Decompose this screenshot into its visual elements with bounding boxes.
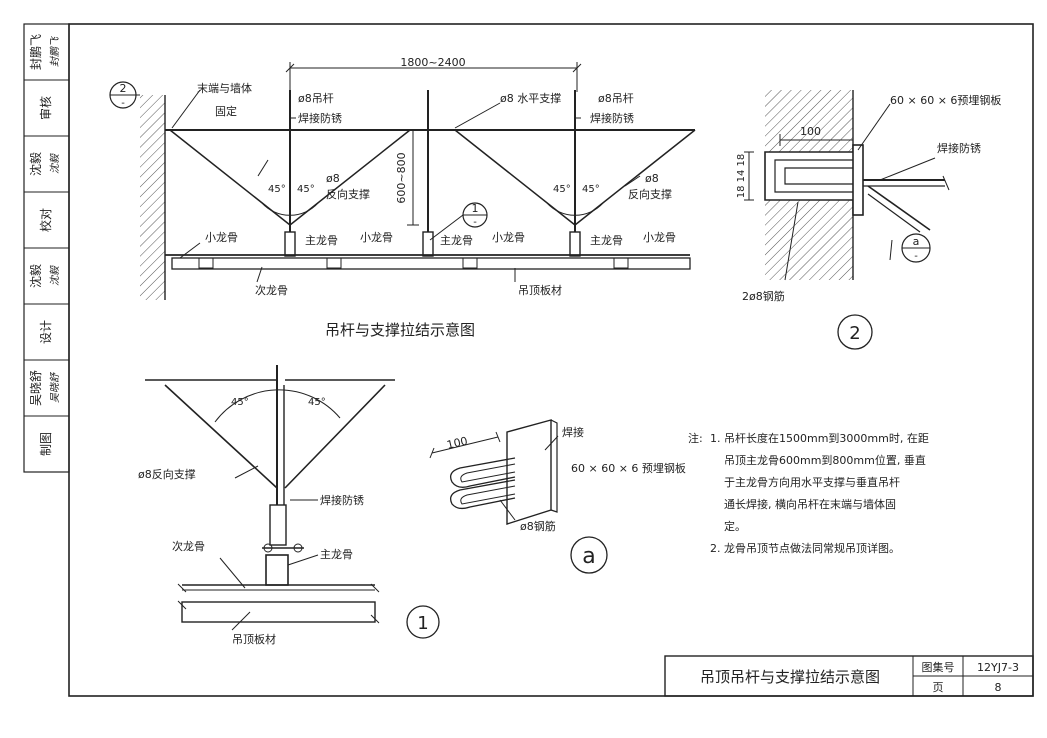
note-1-line: 定。 <box>724 519 746 533</box>
sidebar-signature-0: 封鹏飞 <box>49 36 61 67</box>
label-main-keel: 主龙骨 <box>440 234 473 247</box>
detail-2-number: 2 <box>849 323 860 344</box>
section-ref-2: 2 <box>120 82 127 95</box>
label-brace-left-1: ø8 <box>326 172 340 185</box>
height-dimension: 600~800 <box>395 152 408 203</box>
sidebar-role-7: 制图 <box>39 432 53 456</box>
label-brace-right-1: ø8 <box>645 172 659 185</box>
label-horizontal: ø8 水平支撑 <box>500 91 561 105</box>
notes: 注: 1. 吊杆长度在1500mm到3000mm时, 在距 吊顶主龙骨600mm… <box>688 431 929 555</box>
sheet-frame <box>68 23 1034 697</box>
detail-1-text: 45° 45° ø8反向支撑 焊接防锈 次龙骨 主龙骨 吊顶板材 1 <box>138 397 429 646</box>
label-main-keel: 主龙骨 <box>305 234 338 247</box>
atlas-label: 图集号 <box>922 660 955 674</box>
detail-1-sub-keel: 次龙骨 <box>172 539 205 553</box>
detail-2 <box>744 90 950 350</box>
label-rod-left: ø8吊杆 <box>298 91 334 105</box>
page-number: 8 <box>995 681 1002 694</box>
svg-text:-: - <box>121 98 125 109</box>
label-weld-right: 焊接防锈 <box>590 111 634 125</box>
detail-2-plate: 60 × 60 × 6预埋钢板 <box>890 93 1001 107</box>
sidebar-signature-4: 沈毅 <box>49 265 61 286</box>
note-1-line: 于主龙骨方向用水平支撑与垂直吊杆 <box>724 475 900 489</box>
sidebar-role-1: 审核 <box>38 96 53 120</box>
note-1-line: 吊顶主龙骨600mm到800mm位置, 垂直 <box>724 453 926 467</box>
detail-1-brace: ø8反向支撑 <box>138 467 196 481</box>
angle-label: 45° <box>553 184 571 195</box>
detail-1-main-keel: 主龙骨 <box>320 548 353 561</box>
detail-1-angle: 45° <box>231 397 249 408</box>
note-2-number: 2. <box>710 542 721 555</box>
section-ref-1: 1 <box>472 202 479 215</box>
label-weld-left: 焊接防锈 <box>298 111 342 125</box>
label-brace-left-2: 反向支撑 <box>326 187 370 201</box>
notes-prefix: 注: <box>688 431 703 445</box>
detail-2-text: 60 × 60 × 6预埋钢板 100 焊接防锈 18 14 18 2ø8钢筋 … <box>736 93 1001 344</box>
angle-label: 45° <box>582 184 600 195</box>
main-diagram-title: 吊杆与支撑拉结示意图 <box>325 321 475 339</box>
sidebar-role-3: 校对 <box>38 208 53 232</box>
main-diagram-text: 1800~2400 2 - 1 - 末端与墙体 固定 ø8吊杆 焊接防锈 ø8 … <box>120 56 677 339</box>
angle-label: 45° <box>268 184 286 195</box>
sidebar-signature-2: 沈毅 <box>49 153 61 174</box>
sheet-title: 吊顶吊杆与支撑拉结示意图 <box>700 668 880 686</box>
label-brace-right-2: 反向支撑 <box>628 187 672 201</box>
detail-a-number: a <box>582 544 595 569</box>
label-small-keel: 小龙骨 <box>643 231 676 244</box>
detail-2-vdims: 18 14 18 <box>736 154 747 199</box>
page-label: 页 <box>933 681 944 694</box>
label-rod-right: ø8吊杆 <box>598 91 634 105</box>
sidebar-role-4: 沈毅 <box>28 264 43 288</box>
detail-2-ref-a: a <box>913 235 920 248</box>
review-sidebar: 封鹏飞 封鹏飞 审核 沈毅 沈毅 校对 沈毅 沈毅 设计 吴晓舒 吴晓舒 制图 <box>23 23 70 473</box>
label-end-fix-2: 固定 <box>215 104 237 118</box>
detail-2-dim: 100 <box>800 125 821 138</box>
sidebar-role-0: 封鹏飞 <box>29 34 43 70</box>
sidebar-role-6: 吴晓舒 <box>29 370 43 406</box>
span-dimension: 1800~2400 <box>400 56 465 69</box>
sidebar-role-2: 沈毅 <box>28 152 43 176</box>
label-end-fix-1: 末端与墙体 <box>197 81 252 95</box>
label-main-keel: 主龙骨 <box>590 234 623 247</box>
detail-1-angle: 45° <box>308 397 326 408</box>
detail-1 <box>145 365 440 639</box>
sidebar-signature-6: 吴晓舒 <box>49 371 61 403</box>
label-sub-keel: 次龙骨 <box>255 283 288 297</box>
detail-a-dim: 100 <box>446 434 469 451</box>
detail-a-rebar: ø8钢筋 <box>520 519 556 533</box>
atlas-number: 12YJ7-3 <box>977 661 1019 674</box>
detail-1-weld: 焊接防锈 <box>320 493 364 507</box>
label-board: 吊顶板材 <box>518 283 562 297</box>
detail-2-weld: 焊接防锈 <box>937 141 981 155</box>
detail-2-rebar: 2ø8钢筋 <box>742 289 785 303</box>
note-1-line: 吊杆长度在1500mm到3000mm时, 在距 <box>724 431 929 445</box>
label-small-keel: 小龙骨 <box>360 231 393 244</box>
detail-a-plate: 60 × 60 × 6 预埋钢板 <box>571 461 686 475</box>
svg-text:-: - <box>473 217 477 228</box>
svg-text:-: - <box>914 251 918 262</box>
detail-a-text: 100 焊接 60 × 60 × 6 预埋钢板 ø8钢筋 a <box>446 425 686 569</box>
angle-label: 45° <box>297 184 315 195</box>
main-diagram <box>109 62 696 300</box>
title-block-text: 吊顶吊杆与支撑拉结示意图 图集号 12YJ7-3 页 8 <box>700 660 1019 694</box>
label-small-keel: 小龙骨 <box>205 231 238 244</box>
sidebar-role-5: 设计 <box>39 320 53 344</box>
label-small-keel: 小龙骨 <box>492 231 525 244</box>
detail-1-board: 吊顶板材 <box>232 632 276 646</box>
detail-a <box>429 419 608 574</box>
detail-1-number: 1 <box>417 613 428 634</box>
note-1-line: 通长焊接, 横向吊杆在末端与墙体固 <box>724 497 896 511</box>
title-block <box>664 655 1034 697</box>
detail-a-weld: 焊接 <box>562 425 584 439</box>
note-1-number: 1. <box>710 432 721 445</box>
note-2-line: 龙骨吊顶节点做法同常规吊顶详图。 <box>724 541 900 555</box>
